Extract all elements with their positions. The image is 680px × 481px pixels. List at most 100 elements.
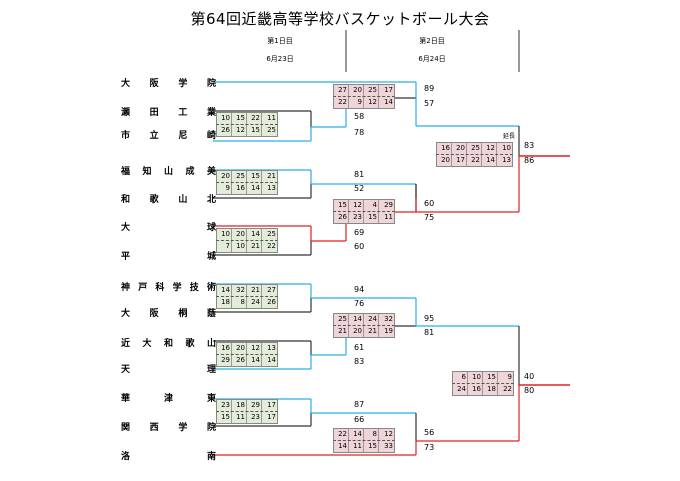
team-name-char: 南 [206,452,216,462]
quarter-score-cell: 20 [452,143,467,154]
quarter-score-cell: 12 [482,143,497,154]
score-rakunan-semi: 80 [524,386,535,395]
team-name: 平城 [121,249,216,262]
quarter-score-cell: 14 [349,314,364,325]
team-name-char: 桐 [178,309,188,319]
quarter-score-cell: 14 [217,285,232,296]
quarter-score-cell: 29 [247,400,262,411]
team-name-char: 近 [121,339,131,349]
score-kindai: 61 [354,343,365,352]
score-heijo: 60 [354,242,365,251]
team-name-char: 院 [206,79,216,89]
quarter-score-cell: 29 [384,201,393,209]
quarter-score-cell: 15 [247,125,262,136]
quarter-score-cell: 11 [349,441,364,452]
quarter-score-cell: 18 [483,384,498,395]
score-kansai: 66 [354,415,365,424]
quarter-score-cell: 11 [384,213,393,221]
team-name-char: 西 [149,423,159,433]
team-name-char: 学 [178,423,188,433]
quarter-score-cell: 24 [364,314,379,325]
quarter-score-cell: 10 [468,372,483,383]
team-name-char: 学 [178,79,188,89]
team-name-char: 業 [206,108,216,118]
quarter-score-cell: 12 [364,97,379,108]
team-name: 近大和歌山 [121,336,216,349]
quarter-score-cell: 12 [384,430,393,438]
quarter-score-cell: 20 [217,171,232,182]
team-name-char: 院 [206,423,216,433]
quarter-score-cell: 21 [267,172,276,180]
quarter-score-cell: 21 [247,241,262,252]
team-name-char: 球 [206,223,216,233]
quarter-score-cell: 17 [452,155,467,166]
team-name: 福知山成美 [121,164,216,177]
quarter-score-cell: 22 [503,385,512,393]
quarter-score-cell: 29 [217,355,232,366]
quarter-score-cell: 11 [267,114,276,122]
quarter-score-cell: 11 [232,412,247,423]
quarter-score-cell: 10 [217,113,232,124]
quarter-score-cell: 14 [247,183,262,194]
quarter-score-cell: 14 [247,229,262,240]
quarter-score-cell: 24 [247,297,262,308]
team-name-char: 蔭 [206,309,216,319]
quarter-score-cell: 12 [349,200,364,211]
team-name-char: 山 [206,339,216,349]
quarter-score-cell: 15 [247,171,262,182]
quarter-score-cell: 32 [232,285,247,296]
quarter-score-cell: 27 [267,286,276,294]
team-name-char: 山 [163,167,173,177]
team-name-char: 和 [121,195,131,205]
team-name: 関西学院 [121,420,216,433]
quarter-score-cell: 23 [217,400,232,411]
quarter-score-cell: 15 [334,200,349,211]
quarter-score-cell: 25 [267,230,276,238]
score-tenri-r2: 81 [424,328,435,337]
team-name-char: 田 [149,108,159,118]
team-name-char: 大 [121,309,131,319]
quarter-score-cell: 13 [502,156,511,164]
quarter-score-cell: 17 [384,86,393,94]
team-name: 大阪桐蔭 [121,306,216,319]
quarter-score-cell: 16 [468,384,483,395]
team-name: 洛南 [121,449,216,462]
quarter-score-cell: 9 [217,183,232,194]
quarter-score-cell: 10 [232,241,247,252]
team-name-char: 歌 [149,195,159,205]
quarter-score-cell: 20 [349,85,364,96]
day2-date: 6月24日 [418,55,446,63]
quarter-score-cell: 24 [453,384,468,395]
team-name-char: 知 [142,167,152,177]
quarter-score-cell: 18 [232,400,247,411]
quarter-score-cell: 21 [247,285,262,296]
team-name-char: 術 [206,283,216,293]
score-wakayama: 52 [354,184,365,193]
team-name-char: 立 [149,131,159,141]
quarter-score-cell: 20 [437,155,452,166]
quarter-score-cell: 22 [247,113,262,124]
quarter-score-cell: 26 [334,212,349,223]
quarter-score-cell: 26 [267,298,276,306]
quarter-score-cell: 16 [232,183,247,194]
score-daikyu-semi: 86 [524,156,535,165]
day1-label: 第1日目 [267,37,293,45]
quarter-score-cell: 22 [467,155,482,166]
score-fukuchiyama-r2: 60 [424,199,435,208]
quarter-score-cell: 16 [217,343,232,354]
score-daikyu-r2: 75 [424,213,435,222]
score-kobe: 94 [354,285,365,294]
quarter-score-cell: 25 [334,314,349,325]
team-name-char: 津 [163,394,173,404]
quarter-score-cell: 12 [232,125,247,136]
score-seta: 58 [354,112,365,121]
